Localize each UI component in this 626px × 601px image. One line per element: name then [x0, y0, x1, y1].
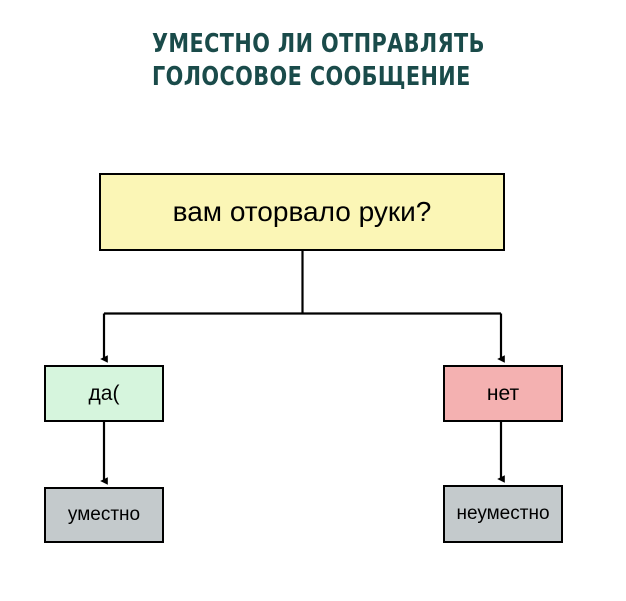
- flow-node-yes[interactable]: да(: [44, 365, 164, 422]
- page-title-line-2: ГОЛОСОВОЕ СООБЩЕНИЕ: [152, 62, 471, 92]
- page-title: УМЕСТНО ЛИ ОТПРАВЛЯТЬ ГОЛОСОВОЕ СООБЩЕНИ…: [152, 28, 572, 94]
- flow-node-inappropriate[interactable]: неуместно: [443, 485, 563, 543]
- flow-node-yes-label: да(: [88, 381, 120, 405]
- flow-node-appropriate[interactable]: уместно: [44, 487, 164, 543]
- flow-node-no[interactable]: нет: [443, 365, 563, 422]
- flow-node-question[interactable]: вам оторвало руки?: [99, 173, 505, 251]
- page-title-line-1: УМЕСТНО ЛИ ОТПРАВЛЯТЬ: [152, 29, 485, 59]
- flow-node-question-label: вам оторвало руки?: [172, 196, 432, 227]
- flow-node-appropriate-label: уместно: [67, 504, 141, 525]
- flow-node-inappropriate-label: неуместно: [456, 503, 550, 524]
- flow-node-no-label: нет: [486, 381, 520, 405]
